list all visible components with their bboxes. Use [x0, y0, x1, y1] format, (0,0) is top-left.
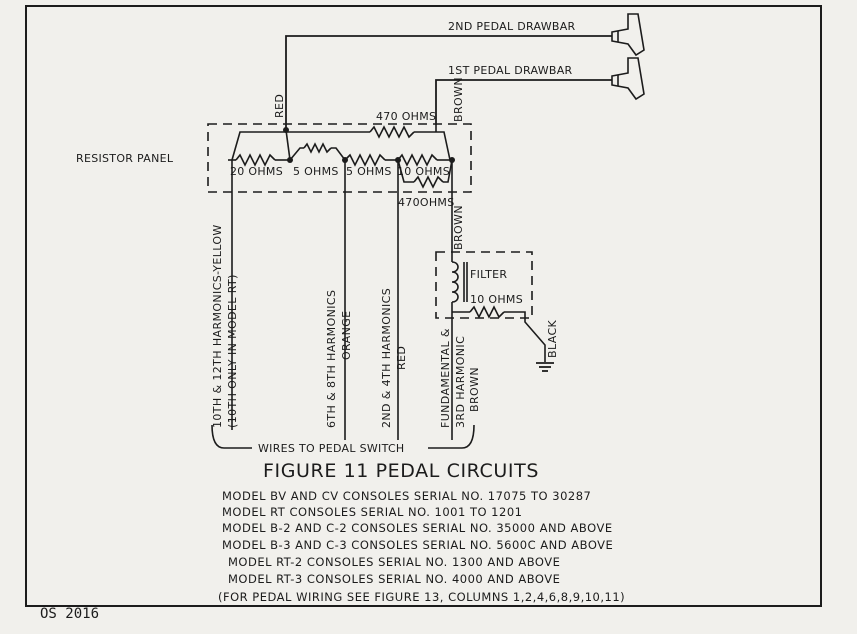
filter-box: [435, 251, 533, 319]
second-drawbar-label: 2ND PEDAL DRAWBAR: [448, 20, 576, 33]
resistor-470-top-label: 470 OHMS: [376, 110, 436, 123]
resistor-10-ohms: [397, 153, 438, 167]
first-drawbar-label: 1ST PEDAL DRAWBAR: [448, 64, 573, 77]
model-line-5: MODEL RT-2 CONSOLES SERIAL NO. 1300 AND …: [228, 555, 560, 569]
resistor-20-label: 20 OHMS: [230, 165, 283, 178]
document-number: OS 2016: [40, 606, 99, 622]
pedal-switch-label: WIRES TO PEDAL SWITCH: [258, 442, 405, 455]
resistor-5-ohms-a: [303, 142, 332, 154]
resistor-panel-label: RESISTOR PANEL: [76, 152, 174, 165]
wire-10th-12th-label-1: 10TH & 12TH HARMONICS-YELLOW: [211, 224, 224, 428]
resistor-5a-label: 5 OHMS: [293, 165, 339, 178]
second-drawbar-plug: [611, 13, 645, 57]
wire-10th-12th-label-2: (10TH ONLY IN MODEL RT): [226, 274, 239, 428]
black-wire-label: BLACK: [546, 319, 559, 358]
brown-wire-top: [435, 79, 625, 125]
filter-label: FILTER: [470, 268, 507, 281]
wire-fundamental-label-1: FUNDAMENTAL &: [439, 328, 452, 428]
page-frame: [25, 5, 822, 607]
resistor-470-bottom-label: 470OHMS: [398, 196, 455, 209]
figure-title: FIGURE 11 PEDAL CIRCUITS: [263, 460, 539, 482]
model-line-1: MODEL BV AND CV CONSOLES SERIAL NO. 1707…: [222, 489, 591, 503]
resistor-470-bottom: [413, 175, 444, 189]
resistor-5b-label: 5 OHMS: [346, 165, 392, 178]
filter-inductor-icon: [451, 250, 468, 318]
wire-fundamental-label-2: 3RD HARMONIC: [454, 336, 467, 428]
wiring-note: (FOR PEDAL WIRING SEE FIGURE 13, COLUMNS…: [218, 590, 625, 604]
brown-wire-label-top: BROWN: [452, 77, 465, 122]
model-line-6: MODEL RT-3 CONSOLES SERIAL NO. 4000 AND …: [228, 572, 560, 586]
wire-fundamental-label-3: BROWN: [468, 367, 481, 412]
model-line-3: MODEL B-2 AND C-2 CONSOLES SERIAL NO. 35…: [222, 521, 613, 535]
resistor-10-label: 10 OHMS: [397, 165, 450, 178]
wire-2nd-4th-label-1: 2ND & 4TH HARMONICS: [380, 288, 393, 428]
pedal-switch-bracket: [211, 424, 475, 449]
red-wire-label: RED: [273, 94, 286, 118]
resistor-5-ohms-b: [344, 153, 386, 167]
red-wire: [285, 35, 625, 130]
ground-icon: [536, 362, 554, 372]
wire-2nd-4th-label-2: RED: [395, 346, 408, 370]
model-line-4: MODEL B-3 AND C-3 CONSOLES SERIAL NO. 56…: [222, 538, 613, 552]
wire-6th-8th-label-2: ORANGE: [340, 311, 353, 360]
resistor-panel-box: [207, 123, 472, 193]
brown-wire-label-mid: BROWN: [452, 205, 465, 250]
filter-resistor-label: 10 OHMS: [470, 293, 523, 306]
resistor-20-ohms: [235, 153, 276, 167]
resistor-470-top: [369, 125, 415, 139]
filter-resistor-10-ohms: [469, 305, 505, 319]
wire-6th-8th-label-1: 6TH & 8TH HARMONICS: [325, 290, 338, 428]
model-line-2: MODEL RT CONSOLES SERIAL NO. 1001 TO 120…: [222, 505, 522, 519]
first-drawbar-plug: [611, 57, 645, 101]
